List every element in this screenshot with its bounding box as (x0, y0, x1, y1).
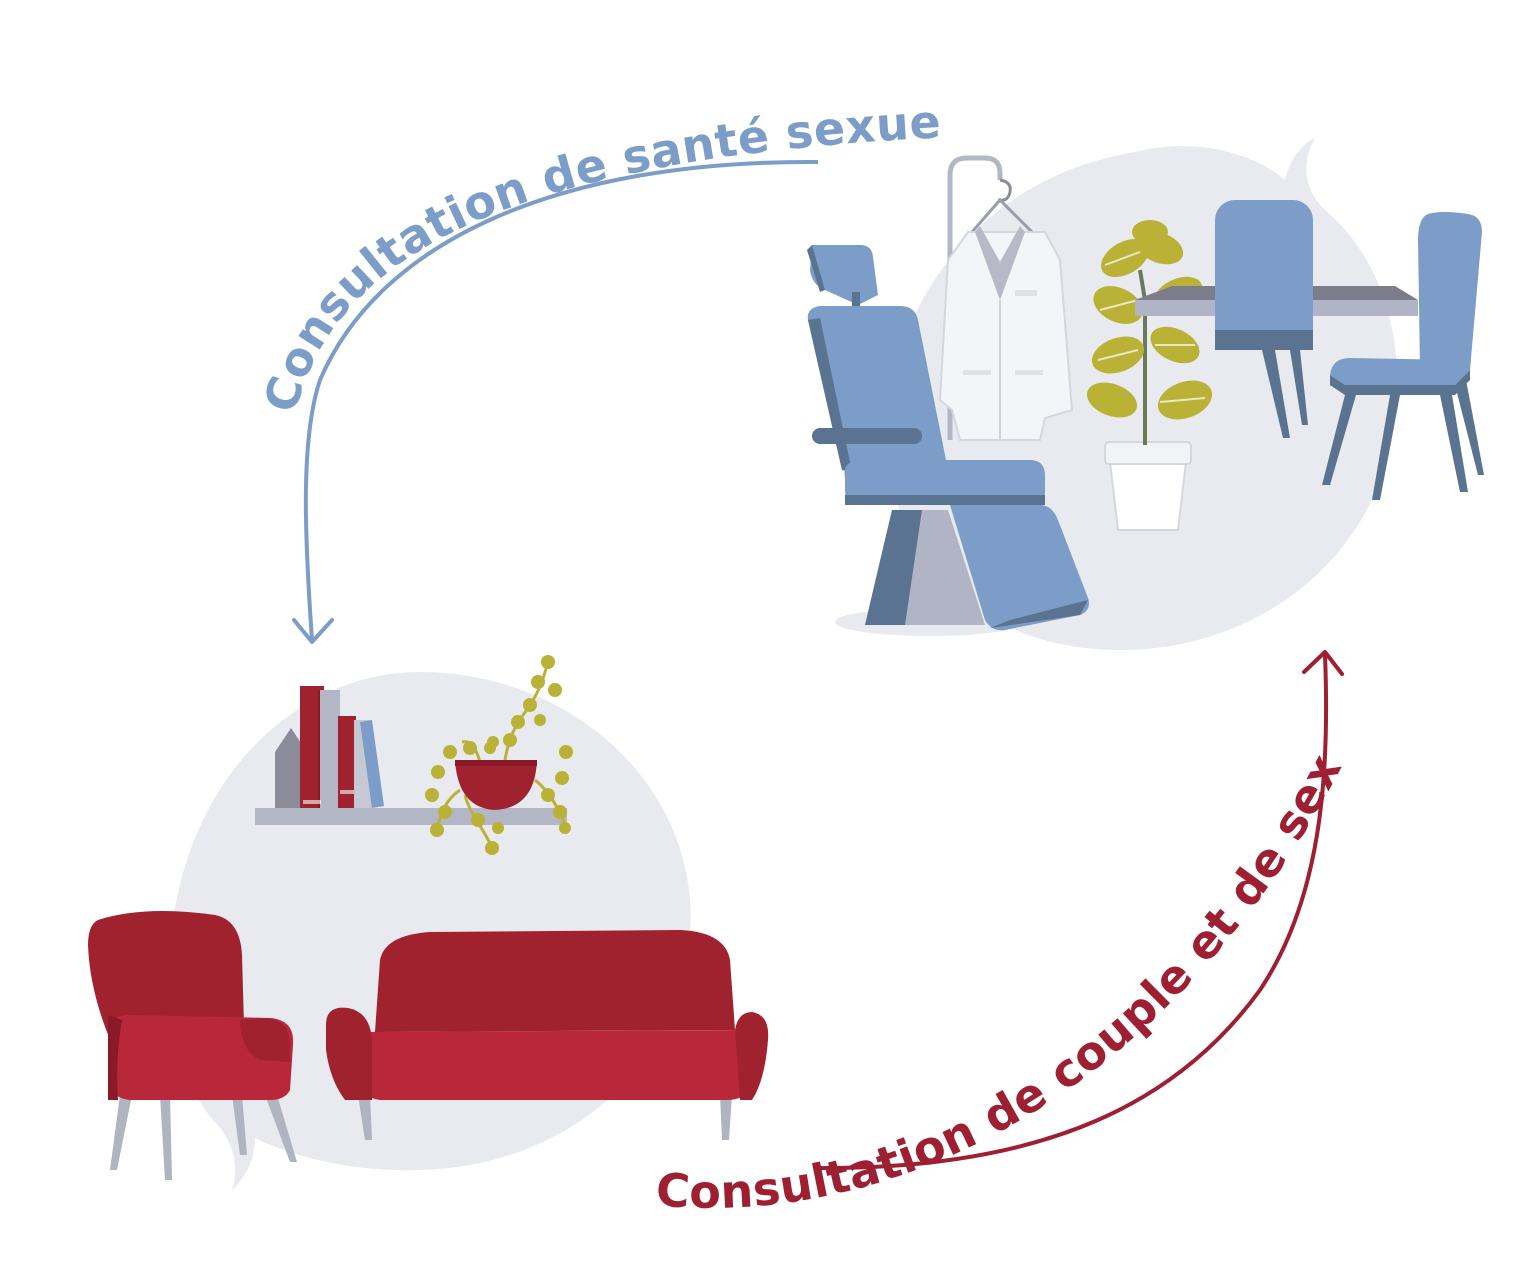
red-arrow-line (814, 654, 1329, 1171)
therapy-scene (88, 655, 769, 1190)
blue-arrow (292, 159, 819, 644)
chair-front (1322, 212, 1484, 500)
chair-back (1215, 200, 1313, 438)
books (300, 686, 384, 808)
sofa (326, 930, 769, 1140)
blue-arrowhead (292, 618, 334, 644)
armchair (88, 911, 297, 1180)
lab-coat (938, 197, 1074, 441)
wall-shelf (255, 808, 567, 825)
coat-stand (947, 155, 1012, 440)
medical-scene (807, 138, 1484, 650)
red-arrowhead (1302, 650, 1344, 676)
red-arrow (814, 650, 1344, 1171)
label-top-text: Consultation de santé sexuelle (0, 0, 942, 418)
potted-plant (1086, 220, 1213, 531)
hanging-plant (425, 655, 573, 855)
decor-house (275, 728, 307, 808)
blue-arrow-line (303, 159, 819, 641)
examination-chair (807, 245, 1089, 631)
label-top: Consultation de santé sexuelle (0, 0, 942, 418)
